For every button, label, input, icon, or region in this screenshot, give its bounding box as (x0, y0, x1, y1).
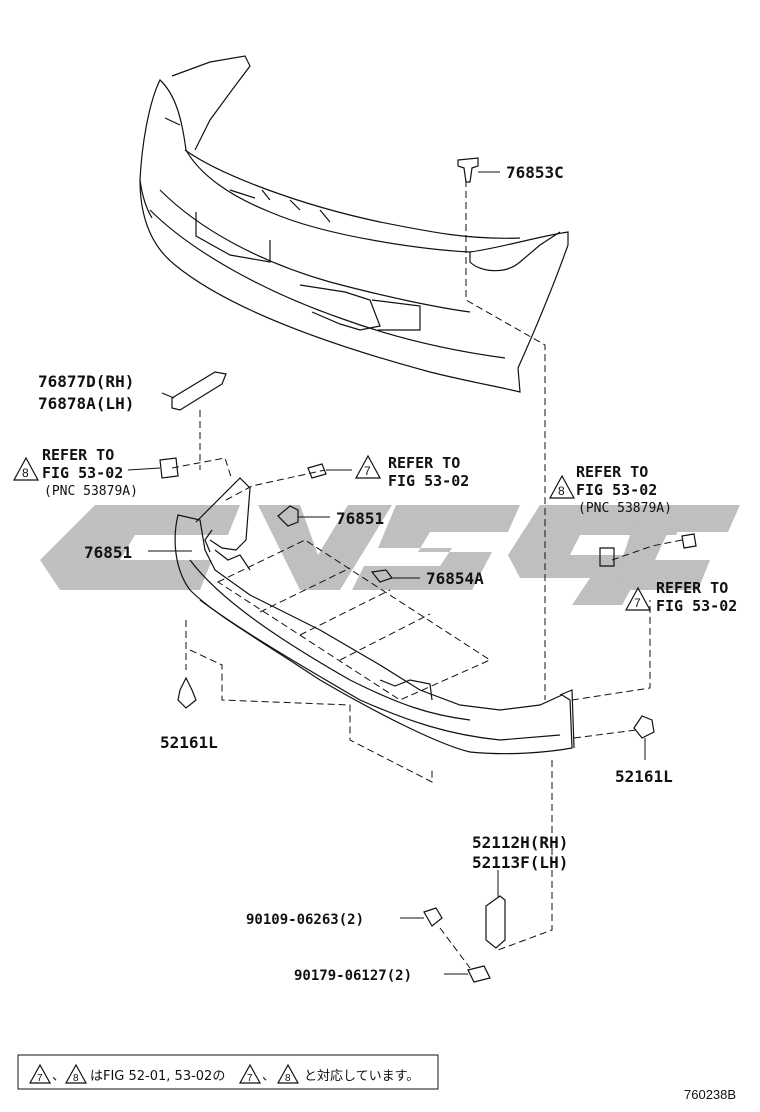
note-end: と対応しています。 (304, 1069, 419, 1084)
note-sep1: 、 (52, 1069, 65, 1084)
under-tray-outline (216, 539, 492, 701)
dashed-leaders (171, 180, 683, 969)
note-sep2: 、 (262, 1069, 275, 1084)
ref-right8: 8 REFER TO FIG 53-02 (PNC 53879A) (548, 463, 672, 516)
screw-mid (307, 463, 352, 479)
ref-right8-num: 8 (558, 484, 565, 498)
ref-mid: 7 REFER TO FIG 53-02 (354, 454, 469, 490)
clip-76851-right: 76851 (277, 505, 384, 528)
ref-right7-line2: FIG 53-02 (656, 597, 737, 615)
ref-left-line3: (PNC 53879A) (44, 484, 138, 499)
label-76851-right: 76851 (336, 509, 384, 528)
nut-left (159, 457, 179, 479)
molding-76877d-76878a: 76877D(RH) 76878A(LH) (38, 371, 227, 413)
clip-52161l-left: 52161L (160, 676, 218, 752)
label-76854a: 76854A (426, 569, 484, 588)
ref-left: 8 REFER TO FIG 53-02 (PNC 53879A) (12, 446, 161, 499)
lower-bumper-spoiler (174, 477, 575, 755)
label-90179: 90179-06127(2) (294, 968, 412, 984)
note-tri-b: 8 (73, 1073, 79, 1084)
watermark (40, 505, 740, 605)
note-tri-b2: 8 (285, 1073, 291, 1084)
ref-mid-num: 7 (364, 464, 371, 478)
label-52161l-left: 52161L (160, 733, 218, 752)
label-52112h: 52112H(RH) (472, 833, 568, 852)
ref-left-line2: FIG 53-02 (42, 464, 123, 482)
note-box: 7 、 8 はFIG 52-01, 53-02の 7 、 8 と対応しています。 (17, 1054, 439, 1090)
label-76851-left: 76851 (84, 543, 132, 562)
label-52113f: 52113F(LH) (472, 853, 568, 872)
clip-76851-left: 76851 (84, 543, 192, 562)
bracket-52112h-52113f: 52112H(RH) 52113F(LH) (472, 833, 568, 949)
nut-90179: 90179-06127(2) (294, 965, 491, 984)
note-mid: はFIG 52-01, 53-02の (90, 1069, 225, 1084)
clip-76853c: 76853C (457, 157, 564, 183)
ref-right7: 7 REFER TO FIG 53-02 (624, 579, 737, 615)
retainer-right (599, 533, 697, 567)
ref-left-line1: REFER TO (42, 446, 114, 464)
label-76853c: 76853C (506, 163, 564, 182)
label-90109: 90109-06263(2) (246, 912, 364, 928)
ref-right7-line1: REFER TO (656, 579, 728, 597)
ref-right8-line3: (PNC 53879A) (578, 501, 672, 516)
note-tri-a: 7 (37, 1073, 43, 1084)
bolt-90109: 90109-06263(2) (246, 907, 443, 928)
upper-bumper-cover (139, 55, 569, 393)
note-tri-a2: 7 (247, 1073, 253, 1084)
ref-right8-line2: FIG 53-02 (576, 481, 657, 499)
label-52161l-right: 52161L (615, 767, 673, 786)
label-76877d: 76877D(RH) (38, 372, 134, 391)
ref-right7-num: 7 (634, 596, 641, 610)
label-76878a: 76878A(LH) (38, 394, 134, 413)
figure-id: 760238B (684, 1087, 736, 1102)
clip-76854a: 76854A (370, 569, 484, 588)
clip-52161l-right: 52161L (615, 715, 673, 786)
ref-left-num: 8 (22, 466, 29, 480)
ref-mid-line1: REFER TO (388, 454, 460, 472)
ref-mid-line2: FIG 53-02 (388, 472, 469, 490)
ref-right8-line1: REFER TO (576, 463, 648, 481)
